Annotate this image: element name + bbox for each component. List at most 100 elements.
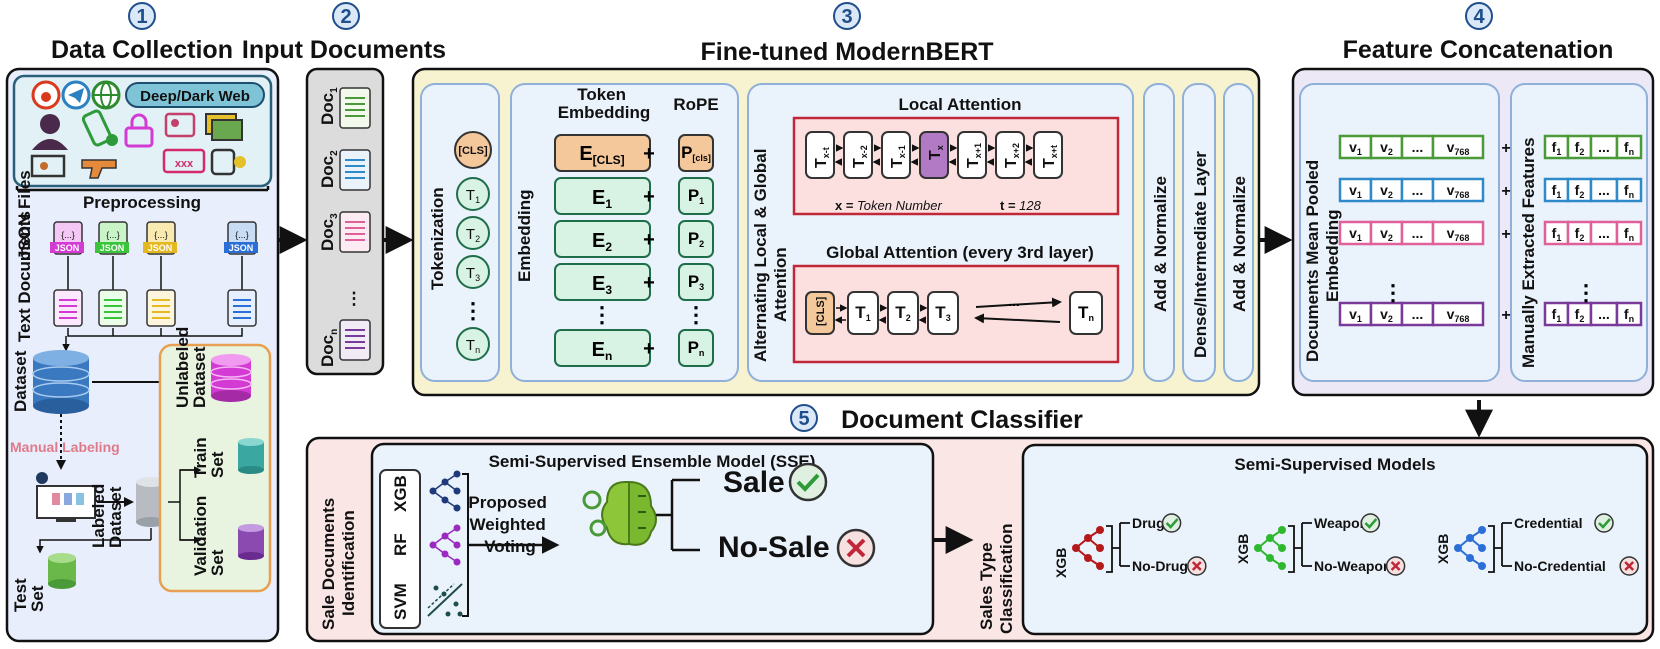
window-size-note: t = 128 [1000, 198, 1042, 213]
doc-item: Doc3 [318, 211, 371, 253]
drug-icon [81, 109, 118, 147]
svg-text:No-Credential: No-Credential [1514, 558, 1606, 574]
hacker-icon [32, 114, 68, 150]
section-5-header: 5 Document Classifier [790, 404, 1083, 434]
svg-text:JSON: JSON [229, 243, 254, 253]
svg-text:+: + [1501, 183, 1510, 200]
local-token: Tx+t [1033, 131, 1063, 179]
telegram-icon [61, 80, 91, 110]
svg-text:Doc3: Doc3 [318, 213, 340, 251]
cross-icon [1385, 556, 1406, 576]
embedding-row: E2 + P2 [554, 220, 714, 258]
test-set-label: Test Set [11, 574, 47, 612]
svg-text:v1: v1 [1349, 306, 1362, 324]
semi-supervised-models: XGBDrugNo-DrugXGBWeaponNo-WeaponXGBCrede… [1053, 513, 1639, 578]
add-normalize-label: Add & Normalize [1151, 176, 1170, 312]
svg-text:...: ... [1412, 306, 1424, 322]
embedding-cell [1431, 301, 1485, 327]
embedding-row: E1 + P1 [554, 177, 714, 215]
json-files-label: JSON Files [15, 170, 34, 260]
globe-icon [91, 80, 121, 110]
svg-text:...: ... [1598, 182, 1610, 198]
svg-text:Tn: Tn [466, 337, 480, 355]
check-icon [1594, 513, 1614, 533]
svg-text:1: 1 [136, 6, 147, 28]
section-title: Feature Concatenation [1343, 36, 1614, 64]
document-classifier-panel: Sale Documents Identification Semi-Super… [305, 436, 1655, 643]
test-db-icon [48, 553, 76, 589]
svg-text:P3: P3 [688, 272, 704, 292]
svg-text:f1: f1 [1552, 182, 1562, 200]
labeler-icon [36, 472, 96, 522]
mean-pooled-label: Documents Mean Pooled Embedding [1303, 155, 1342, 362]
train-db-icon [238, 438, 264, 474]
svg-text:⋮: ⋮ [1382, 280, 1404, 305]
id-card-icon [164, 112, 196, 138]
local-token: Tx-2 [843, 131, 873, 179]
decision-tree-icon [1454, 526, 1486, 570]
doc-item: Doc1 [318, 87, 371, 129]
section-title: Document Classifier [841, 406, 1083, 434]
svm-icon [427, 583, 463, 617]
svg-text:Doc2: Doc2 [318, 150, 340, 188]
svg-text:[CLS]: [CLS] [815, 296, 827, 326]
database-icon [32, 350, 90, 414]
token-circle: T2 [456, 216, 490, 250]
svg-text:P[cls]: P[cls] [681, 143, 711, 163]
embedding-label: Embedding [515, 189, 534, 282]
svg-text:2: 2 [340, 6, 351, 28]
svg-text:v2: v2 [1380, 139, 1393, 157]
svg-text:Tx-1: Tx-1 [889, 145, 907, 168]
token-circle: T3 [456, 255, 490, 289]
svg-text:⋮: ⋮ [591, 302, 613, 327]
svg-text:T3: T3 [935, 303, 950, 323]
svg-text:...: ... [1412, 139, 1424, 155]
svg-text:+: + [643, 229, 655, 251]
json-file-icon: {...} JSON [143, 221, 177, 255]
xgb-tree-icon [429, 470, 461, 512]
cross-icon [1187, 556, 1207, 576]
svg-text:f2: f2 [1575, 225, 1585, 243]
svg-text:{...}: {...} [154, 230, 168, 240]
section-title: Fine-tuned ModernBERT [700, 38, 993, 66]
doc-ellipsis: ⋮ [346, 289, 363, 308]
svg-text:E1: E1 [592, 187, 612, 211]
json-file-icon: {...} JSON [50, 221, 84, 255]
svg-text:+: + [1501, 307, 1510, 324]
gun-icon [81, 159, 117, 179]
sale-label: Sale [723, 466, 785, 499]
local-token: Tx [919, 131, 949, 179]
sale-identification-label: Sale Documents Identification [319, 493, 358, 630]
manual-labeling-label: Manual Labeling [10, 439, 120, 455]
svg-text:f1: f1 [1552, 225, 1562, 243]
svg-text:fn: fn [1624, 306, 1634, 324]
check-icon [788, 462, 828, 502]
svg-text:T3: T3 [466, 265, 480, 283]
token-circle: T1 [456, 177, 490, 211]
global-token: T1 [847, 291, 879, 335]
unlabeled-db-icon [210, 354, 252, 402]
svg-text:Tx-2: Tx-2 [851, 145, 869, 168]
svg-text:f2: f2 [1575, 182, 1585, 200]
svg-text:{...}: {...} [106, 230, 120, 240]
modernbert-panel: Tokenization [CLS] T1 T2 T3 ⋮ Tn Embeddi… [411, 67, 1261, 397]
embedding-row: E3 + P3 [554, 263, 714, 301]
doc-item: Docn [318, 319, 371, 367]
lock-icon [124, 113, 154, 148]
embedding-cell [1431, 177, 1485, 203]
svg-text:f2: f2 [1575, 306, 1585, 324]
svg-text:JSON: JSON [100, 243, 125, 253]
svg-text:xxx: xxx [175, 158, 194, 170]
svg-text:fn: fn [1624, 225, 1634, 243]
feature-concat-panel: Documents Mean Pooled Embedding Manually… [1291, 67, 1655, 397]
decision-tree-icon [1072, 526, 1104, 570]
svg-text:Tx+1: Tx+1 [965, 143, 983, 168]
password-icon: xxx [162, 148, 206, 174]
global-cls-token: [CLS] [805, 291, 835, 335]
svg-text:v768: v768 [1447, 306, 1470, 324]
